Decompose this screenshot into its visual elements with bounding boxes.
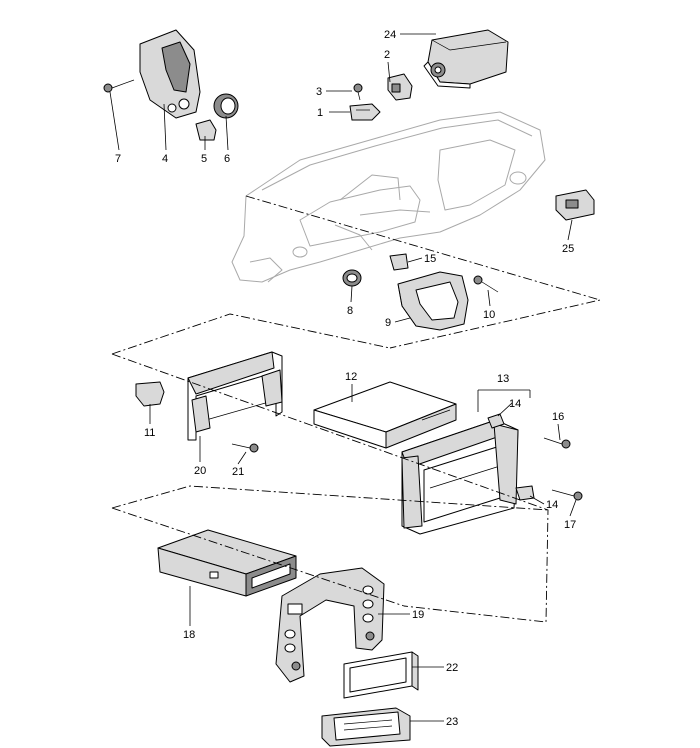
part-2 <box>387 73 413 101</box>
part-19 <box>275 567 385 683</box>
callout-18: 18 <box>183 629 195 641</box>
part-18 <box>157 529 297 597</box>
callout-3: 3 <box>316 86 322 98</box>
callout-4: 4 <box>162 153 168 165</box>
part-3 <box>353 83 363 101</box>
callout-6: 6 <box>224 153 230 165</box>
part-20 <box>187 351 283 441</box>
callout-21: 21 <box>232 466 244 478</box>
callout-22: 22 <box>446 662 458 674</box>
callout-7: 7 <box>115 153 121 165</box>
part-22 <box>343 651 419 699</box>
part-17 <box>551 489 583 501</box>
part-11 <box>135 381 165 407</box>
part-21 <box>231 443 259 453</box>
callout-14b: 14 <box>546 499 558 511</box>
part-5 <box>195 119 217 141</box>
callout-labels: 1 2 3 4 5 6 7 8 9 10 11 12 13 14 14 15 1… <box>115 29 576 728</box>
callout-10: 10 <box>483 309 495 321</box>
part-4 <box>139 29 201 119</box>
callout-5: 5 <box>201 153 207 165</box>
part-6 <box>213 93 239 119</box>
part-23 <box>321 707 411 747</box>
part-12 <box>313 381 457 449</box>
callout-8: 8 <box>347 305 353 317</box>
callout-12: 12 <box>345 371 357 383</box>
leader-lines <box>109 33 577 722</box>
part-7 <box>103 79 135 93</box>
callout-24: 24 <box>384 29 396 41</box>
callout-23: 23 <box>446 716 458 728</box>
callout-2: 2 <box>384 49 390 61</box>
callout-15: 15 <box>424 253 436 265</box>
callout-14a: 14 <box>509 398 521 410</box>
part-13 <box>401 419 519 535</box>
callout-19: 19 <box>412 609 424 621</box>
part-1 <box>349 103 381 121</box>
callout-11: 11 <box>144 427 155 439</box>
dashboard-outline <box>231 111 546 283</box>
callout-9: 9 <box>385 317 391 329</box>
dash-boundaries <box>111 195 602 623</box>
callout-25: 25 <box>562 243 574 255</box>
callout-17: 17 <box>564 519 576 531</box>
part-25 <box>555 189 595 221</box>
callout-16: 16 <box>552 411 564 423</box>
part-15 <box>389 253 409 271</box>
part-16 <box>543 437 571 449</box>
callout-1: 1 <box>317 107 323 119</box>
part-10 <box>473 275 499 293</box>
callout-20: 20 <box>194 465 206 477</box>
part-9 <box>397 271 469 331</box>
callout-13: 13 <box>497 373 509 385</box>
part-8 <box>342 269 362 287</box>
part-24 <box>423 29 509 89</box>
